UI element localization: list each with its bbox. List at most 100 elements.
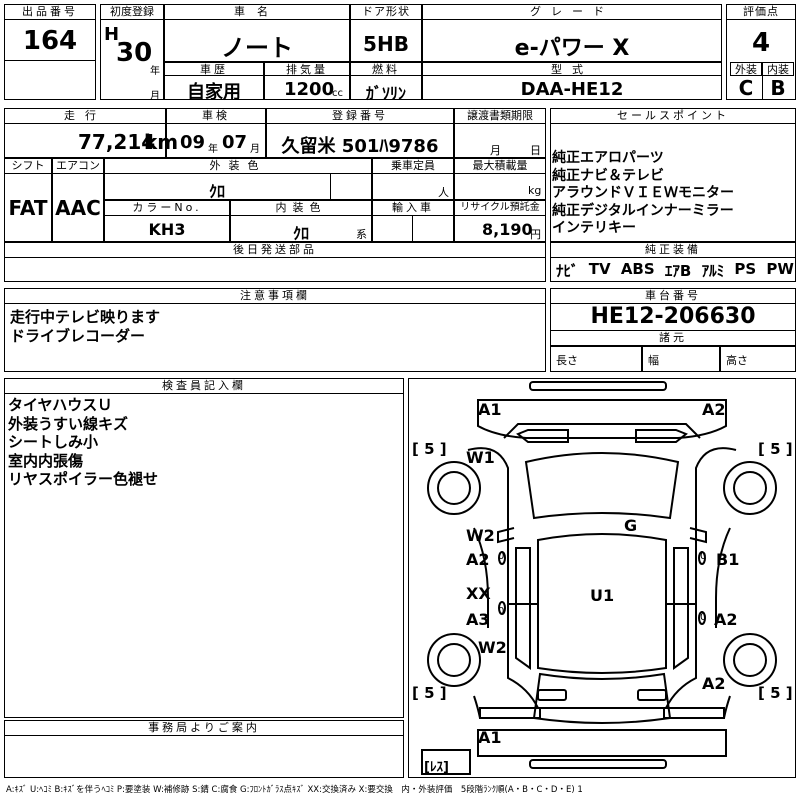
import-label: 輸入車: [372, 200, 454, 216]
rating-ext-label: 外装: [730, 62, 762, 76]
mileage-label: 走行: [4, 108, 166, 124]
capacity-unit: 人: [438, 186, 449, 199]
aircon-label: エアコン: [52, 158, 104, 174]
equipment-item: ｴｱB: [664, 262, 692, 280]
mark-grade-b: 0: [498, 606, 505, 617]
mark-grade-c: 0: [700, 551, 707, 562]
notes-list: 走行中テレビ映ります ドライブレコーダー: [10, 308, 160, 346]
mark-a2-left: A2: [466, 550, 490, 569]
capacity-label: 乗車定員: [372, 158, 454, 174]
mark-rear-a1: A1: [478, 728, 502, 747]
displacement-label: 排気量: [264, 62, 350, 76]
ext-color-label: 外装色: [104, 158, 372, 174]
transfer-doc-month-unit: 月: [490, 144, 501, 157]
equipment-item: PW: [766, 260, 794, 278]
first-reg-year-unit: 年: [150, 66, 160, 77]
lot-label: 出品番号: [4, 4, 96, 20]
mark-w2-upper: W2: [466, 526, 495, 545]
car-name-label: 車名: [164, 4, 350, 20]
inspection-month: 07: [222, 132, 248, 153]
equipment-list: ﾅﾋﾞ TV ABS ｴｱB ｱﾙﾐ PS PW: [556, 260, 794, 281]
sales-points-label: セールスポイント: [550, 108, 796, 124]
mark-w2-lower: W2: [478, 638, 507, 657]
note-item: ドライブレコーダー: [10, 327, 146, 345]
color-no-label: カラーNo.: [104, 200, 230, 216]
inspection-year-unit: 年: [208, 144, 218, 155]
grade: e-パワー X: [514, 36, 630, 61]
equipment-item: PS: [734, 260, 757, 278]
tire-rear-right: [ 5 ]: [758, 684, 793, 702]
transfer-doc-label: 譲渡書類期限: [454, 108, 546, 124]
mark-front-right: A2: [702, 400, 726, 419]
mark-a3: A3: [466, 610, 490, 629]
sales-point: 純正デジタルインナーミラー: [552, 202, 734, 219]
tire-rear-left: [ 5 ]: [412, 684, 447, 702]
car-name: ノート: [221, 34, 293, 62]
car-diagram: [421, 381, 777, 775]
equipment-item: ABS: [620, 260, 655, 278]
legend: A:ｷｽﾞ U:ﾍｺﾐ B:ｷｽﾞを伴うﾍｺﾐ P:要塗装 W:補修跡 S:錆 …: [6, 785, 583, 795]
mark-xx: XX: [466, 584, 491, 603]
dim-height-label: 高さ: [726, 354, 748, 367]
inspector-label: 検査員記入欄: [4, 378, 404, 394]
rating-int-label: 内装: [762, 62, 794, 76]
mark-b1: B1: [716, 550, 740, 569]
int-color-unit: 系: [356, 228, 367, 241]
inspector-list: タイヤハウスＵ 外装うすい線キズ シートしみ小 室内内張傷 リヤスポイラー色褪せ: [8, 396, 158, 489]
note-item: 走行中テレビ映ります: [10, 308, 161, 326]
equipment-item: ﾅﾋﾞ: [556, 262, 579, 280]
inspector-item: リヤスポイラー色褪せ: [8, 470, 159, 488]
dim-height-cell: [720, 346, 796, 372]
first-reg-era: H: [104, 24, 120, 45]
diagram-box: [408, 378, 796, 778]
sales-points-list: 純正エアロパーツ 純正ナビ＆テレビ アラウンドＶＩＥＷモニター 純正デジタルイン…: [552, 150, 734, 238]
mark-roof: U1: [590, 586, 615, 605]
rating-interior: B: [770, 76, 786, 100]
recycle-unit: 円: [530, 228, 541, 241]
aircon: AAC: [55, 196, 101, 220]
dims-label: 諸元: [550, 330, 796, 346]
model-code: DAA-HE12: [520, 79, 624, 100]
equipment-item: TV: [588, 260, 611, 278]
int-color-label: 内装色: [230, 200, 372, 216]
chassis-number: HE12-206630: [590, 304, 756, 329]
rating-divider: [762, 76, 763, 100]
sales-point: 純正エアロパーツ: [552, 150, 664, 166]
inspector-item: シートしみ小: [8, 433, 99, 451]
registration-number: 久留米 501ﾊ9786: [281, 136, 439, 157]
inspector-item: 室内内張傷: [8, 451, 84, 470]
office-label: 事務局よりご案内: [4, 720, 404, 736]
mark-a2-rear-corner: A2: [702, 674, 726, 693]
first-reg-label: 初度登録: [100, 4, 164, 20]
door-type: 5HB: [363, 32, 409, 56]
mark-grade-a: 0: [498, 551, 505, 562]
mileage: 77,214: [78, 130, 156, 154]
first-reg-year: 30: [116, 38, 153, 68]
import-divider: [412, 216, 413, 242]
shift-label: シフト: [4, 158, 52, 174]
dim-width-cell: [642, 346, 720, 372]
ext-color-divider: [330, 174, 331, 200]
fuel-label: 燃料: [350, 62, 422, 76]
int-color: ｸﾛ: [292, 224, 309, 243]
model-label: 型式: [422, 62, 722, 76]
dim-length-label: 長さ: [556, 354, 578, 367]
lot-number: 164: [22, 26, 78, 56]
first-reg-month-unit: 月: [150, 91, 160, 102]
inspection-label: 車検: [166, 108, 266, 124]
door-label: ドア形状: [350, 4, 422, 20]
displacement: 1200: [284, 79, 335, 100]
spare-tire: [ﾚｽ]: [424, 760, 449, 775]
dim-width-label: 幅: [648, 354, 659, 367]
chassis-label: 車台番号: [550, 288, 796, 304]
inspector-item: 外装うすい線キズ: [8, 414, 129, 433]
rating-exterior: C: [738, 76, 754, 100]
notes-label: 注意事項欄: [4, 288, 546, 304]
rating-score: 4: [751, 28, 771, 58]
max-load-unit: kg: [528, 184, 542, 197]
lot-divider: [4, 60, 96, 61]
ext-color: ｸﾛ: [208, 182, 225, 201]
recycle-label: リサイクル預託金: [454, 200, 546, 216]
grade-label: グレード: [422, 4, 722, 20]
mark-front-left: A1: [478, 400, 502, 419]
